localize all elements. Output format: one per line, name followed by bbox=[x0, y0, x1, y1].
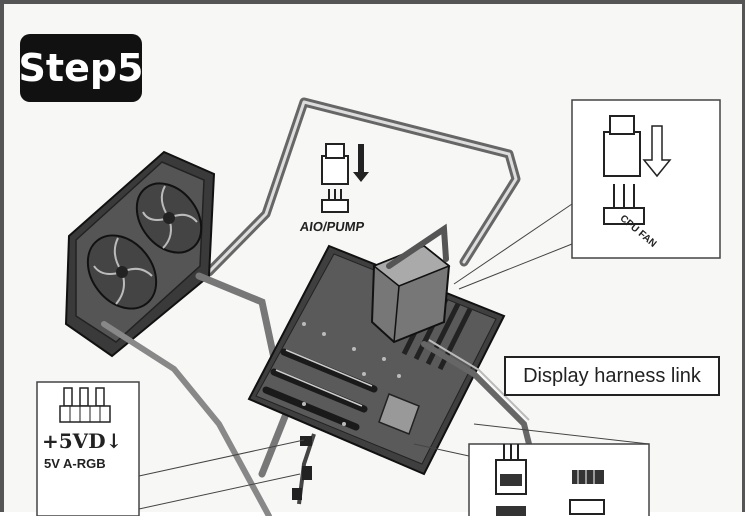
step-badge: Step5 bbox=[19, 34, 143, 102]
down-arrow-icon bbox=[353, 144, 369, 182]
cpu-block bbox=[370, 223, 451, 344]
display-harness-inset bbox=[468, 443, 650, 516]
aio-pump-label: AIO/PUMP bbox=[298, 219, 366, 234]
display-harness-link-label: Display harness link bbox=[504, 356, 720, 396]
argb-inset bbox=[36, 381, 140, 516]
aio-pump-connector bbox=[321, 143, 369, 213]
pump-cable bbox=[204, 97, 521, 277]
radiator bbox=[64, 150, 216, 358]
argb-voltage-label: +5VD↓ bbox=[42, 429, 123, 453]
diagram-illustration bbox=[36, 97, 721, 516]
cpu-fan-inset bbox=[571, 99, 721, 259]
down-arrow-outline-icon bbox=[642, 125, 672, 178]
argb-label: 5V A-RGB bbox=[44, 456, 106, 471]
